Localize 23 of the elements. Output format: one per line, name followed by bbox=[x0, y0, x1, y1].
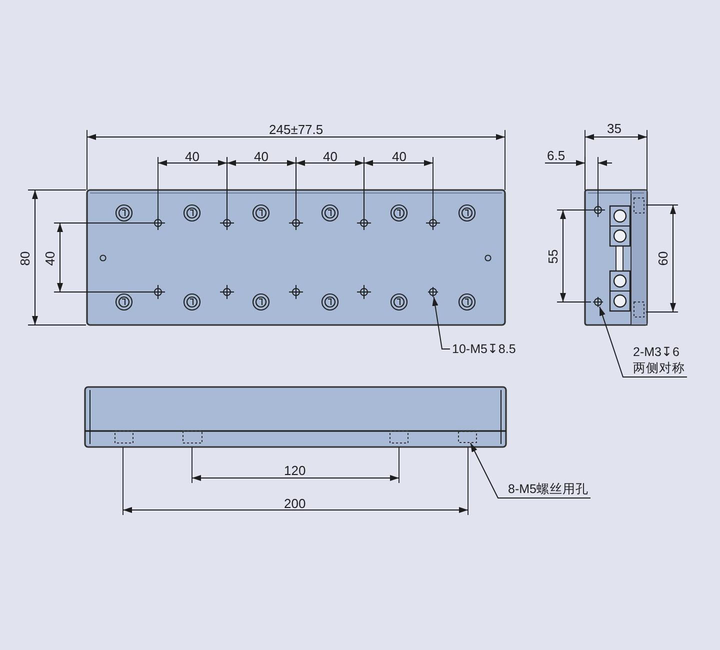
leader-line bbox=[599, 306, 688, 378]
dimension-label: 6.5 bbox=[547, 148, 566, 162]
leader-line bbox=[470, 442, 591, 498]
callout-label: 两侧对称 bbox=[633, 360, 685, 376]
dimension-label: 40 bbox=[42, 250, 58, 266]
dimension-label: 40 bbox=[392, 148, 406, 164]
dimension-label: 60 bbox=[656, 250, 671, 266]
counterbore-hole bbox=[458, 431, 477, 443]
callout-label: 2-M3↧6 bbox=[633, 344, 680, 360]
callout-label: 8-M5螺丝用孔 bbox=[508, 481, 588, 497]
dimension-label: 80 bbox=[18, 250, 33, 266]
dimension-label: 200 bbox=[284, 496, 306, 510]
dimension-label: 40 bbox=[254, 148, 268, 164]
leader-line bbox=[432, 296, 450, 350]
threaded-hole bbox=[593, 297, 603, 307]
dimension-label: 35 bbox=[607, 120, 622, 136]
dimension-label: 55 bbox=[546, 248, 561, 264]
dimension-label: 245±77.5 bbox=[269, 122, 324, 136]
dimension-label: 40 bbox=[185, 148, 200, 164]
callout-label: 10-M5↧8.5 bbox=[452, 341, 516, 357]
threaded-hole bbox=[428, 287, 438, 297]
dimension-label: 40 bbox=[323, 148, 338, 164]
dimension-label: 120 bbox=[284, 462, 306, 478]
